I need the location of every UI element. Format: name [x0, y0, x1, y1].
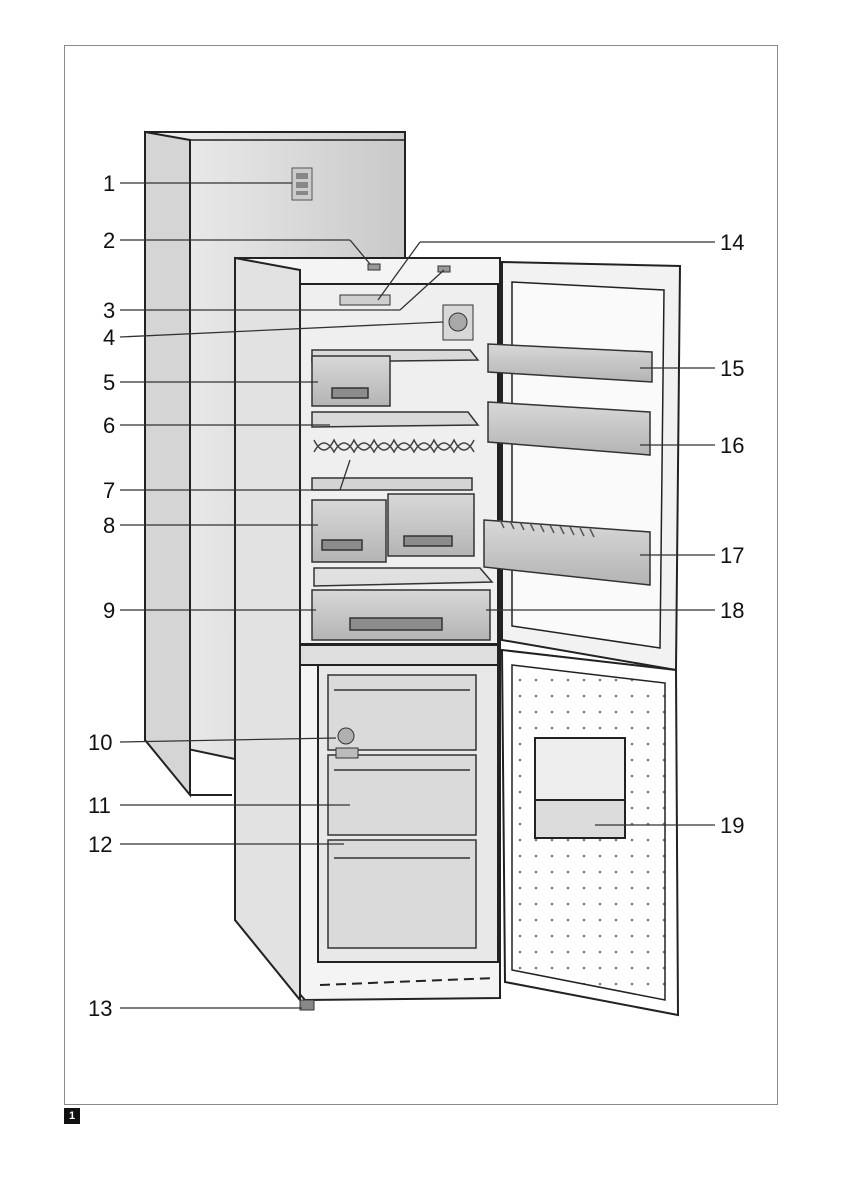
callout-17: 17 — [720, 543, 744, 568]
glass-shelf-middle — [312, 412, 478, 427]
figure-number-badge: 1 — [64, 1108, 80, 1124]
callout-19: 19 — [720, 813, 744, 838]
callout-7: 7 — [103, 478, 115, 503]
callout-9: 9 — [103, 598, 115, 623]
butter-box — [312, 356, 390, 406]
callout-2: 2 — [103, 228, 115, 253]
callout-4: 4 — [103, 325, 115, 350]
callout-14: 14 — [720, 230, 744, 255]
freezer-drawers — [328, 675, 476, 948]
chiller-drawer — [312, 568, 492, 640]
callout-1: 1 — [103, 171, 115, 196]
callout-11: 11 — [88, 793, 111, 818]
callout-5: 5 — [103, 370, 115, 395]
fan-switch — [368, 264, 380, 270]
fan-icon — [443, 305, 473, 340]
callout-8: 8 — [103, 513, 115, 538]
callout-3: 3 — [103, 298, 115, 323]
fridge-door — [502, 262, 680, 670]
callout-12: 12 — [88, 832, 112, 857]
callout-6: 6 — [103, 413, 115, 438]
door-switch — [438, 266, 450, 272]
interior-light — [340, 295, 390, 305]
callout-16: 16 — [720, 433, 744, 458]
callout-18: 18 — [720, 598, 744, 623]
callout-10: 10 — [88, 730, 112, 755]
callout-13: 13 — [88, 996, 112, 1021]
adjustable-foot — [300, 1000, 314, 1010]
freezer-door — [502, 650, 678, 1015]
callout-15: 15 — [720, 356, 744, 381]
control-panel-icon — [292, 168, 312, 200]
